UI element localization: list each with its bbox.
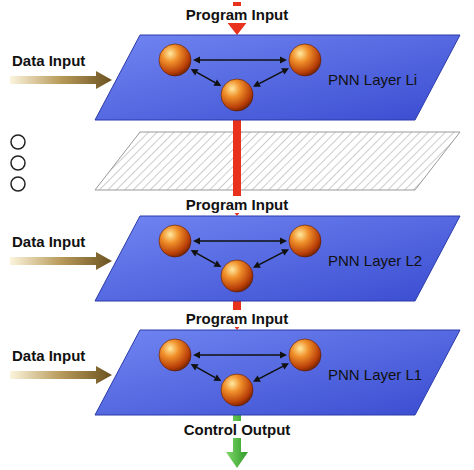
- data-arrow: [10, 71, 112, 89]
- data-arrow: [10, 252, 112, 270]
- hatched-layer: [95, 132, 460, 190]
- ellipsis-dot: [11, 156, 25, 170]
- data-arrow: [10, 366, 112, 384]
- edge-label: Program Input: [183, 310, 292, 327]
- input-label: Program Input: [183, 6, 292, 23]
- layer-label: PNN Layer Li: [328, 71, 417, 88]
- input-label: Data Input: [12, 52, 85, 69]
- edge-label: Program Input: [183, 196, 292, 213]
- pnn-layer: PNN Layer Li: [95, 35, 460, 120]
- output-label: Control Output: [181, 421, 294, 438]
- pnn-layer: PNN Layer L1: [95, 330, 460, 415]
- input-label: Data Input: [12, 233, 85, 250]
- input-label: Data Input: [12, 347, 85, 364]
- ellipsis-dot: [11, 135, 25, 149]
- layer-label: PNN Layer L1: [328, 366, 422, 383]
- pnn-layer: PNN Layer L2: [95, 216, 460, 301]
- ellipsis-dot: [11, 177, 25, 191]
- layer-label: PNN Layer L2: [328, 252, 422, 269]
